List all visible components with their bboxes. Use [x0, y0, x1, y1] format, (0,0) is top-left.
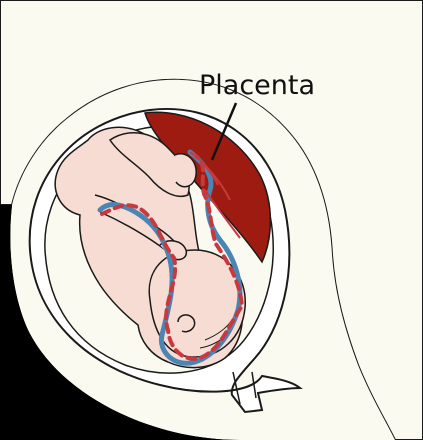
placenta-label: Placenta — [199, 70, 315, 101]
